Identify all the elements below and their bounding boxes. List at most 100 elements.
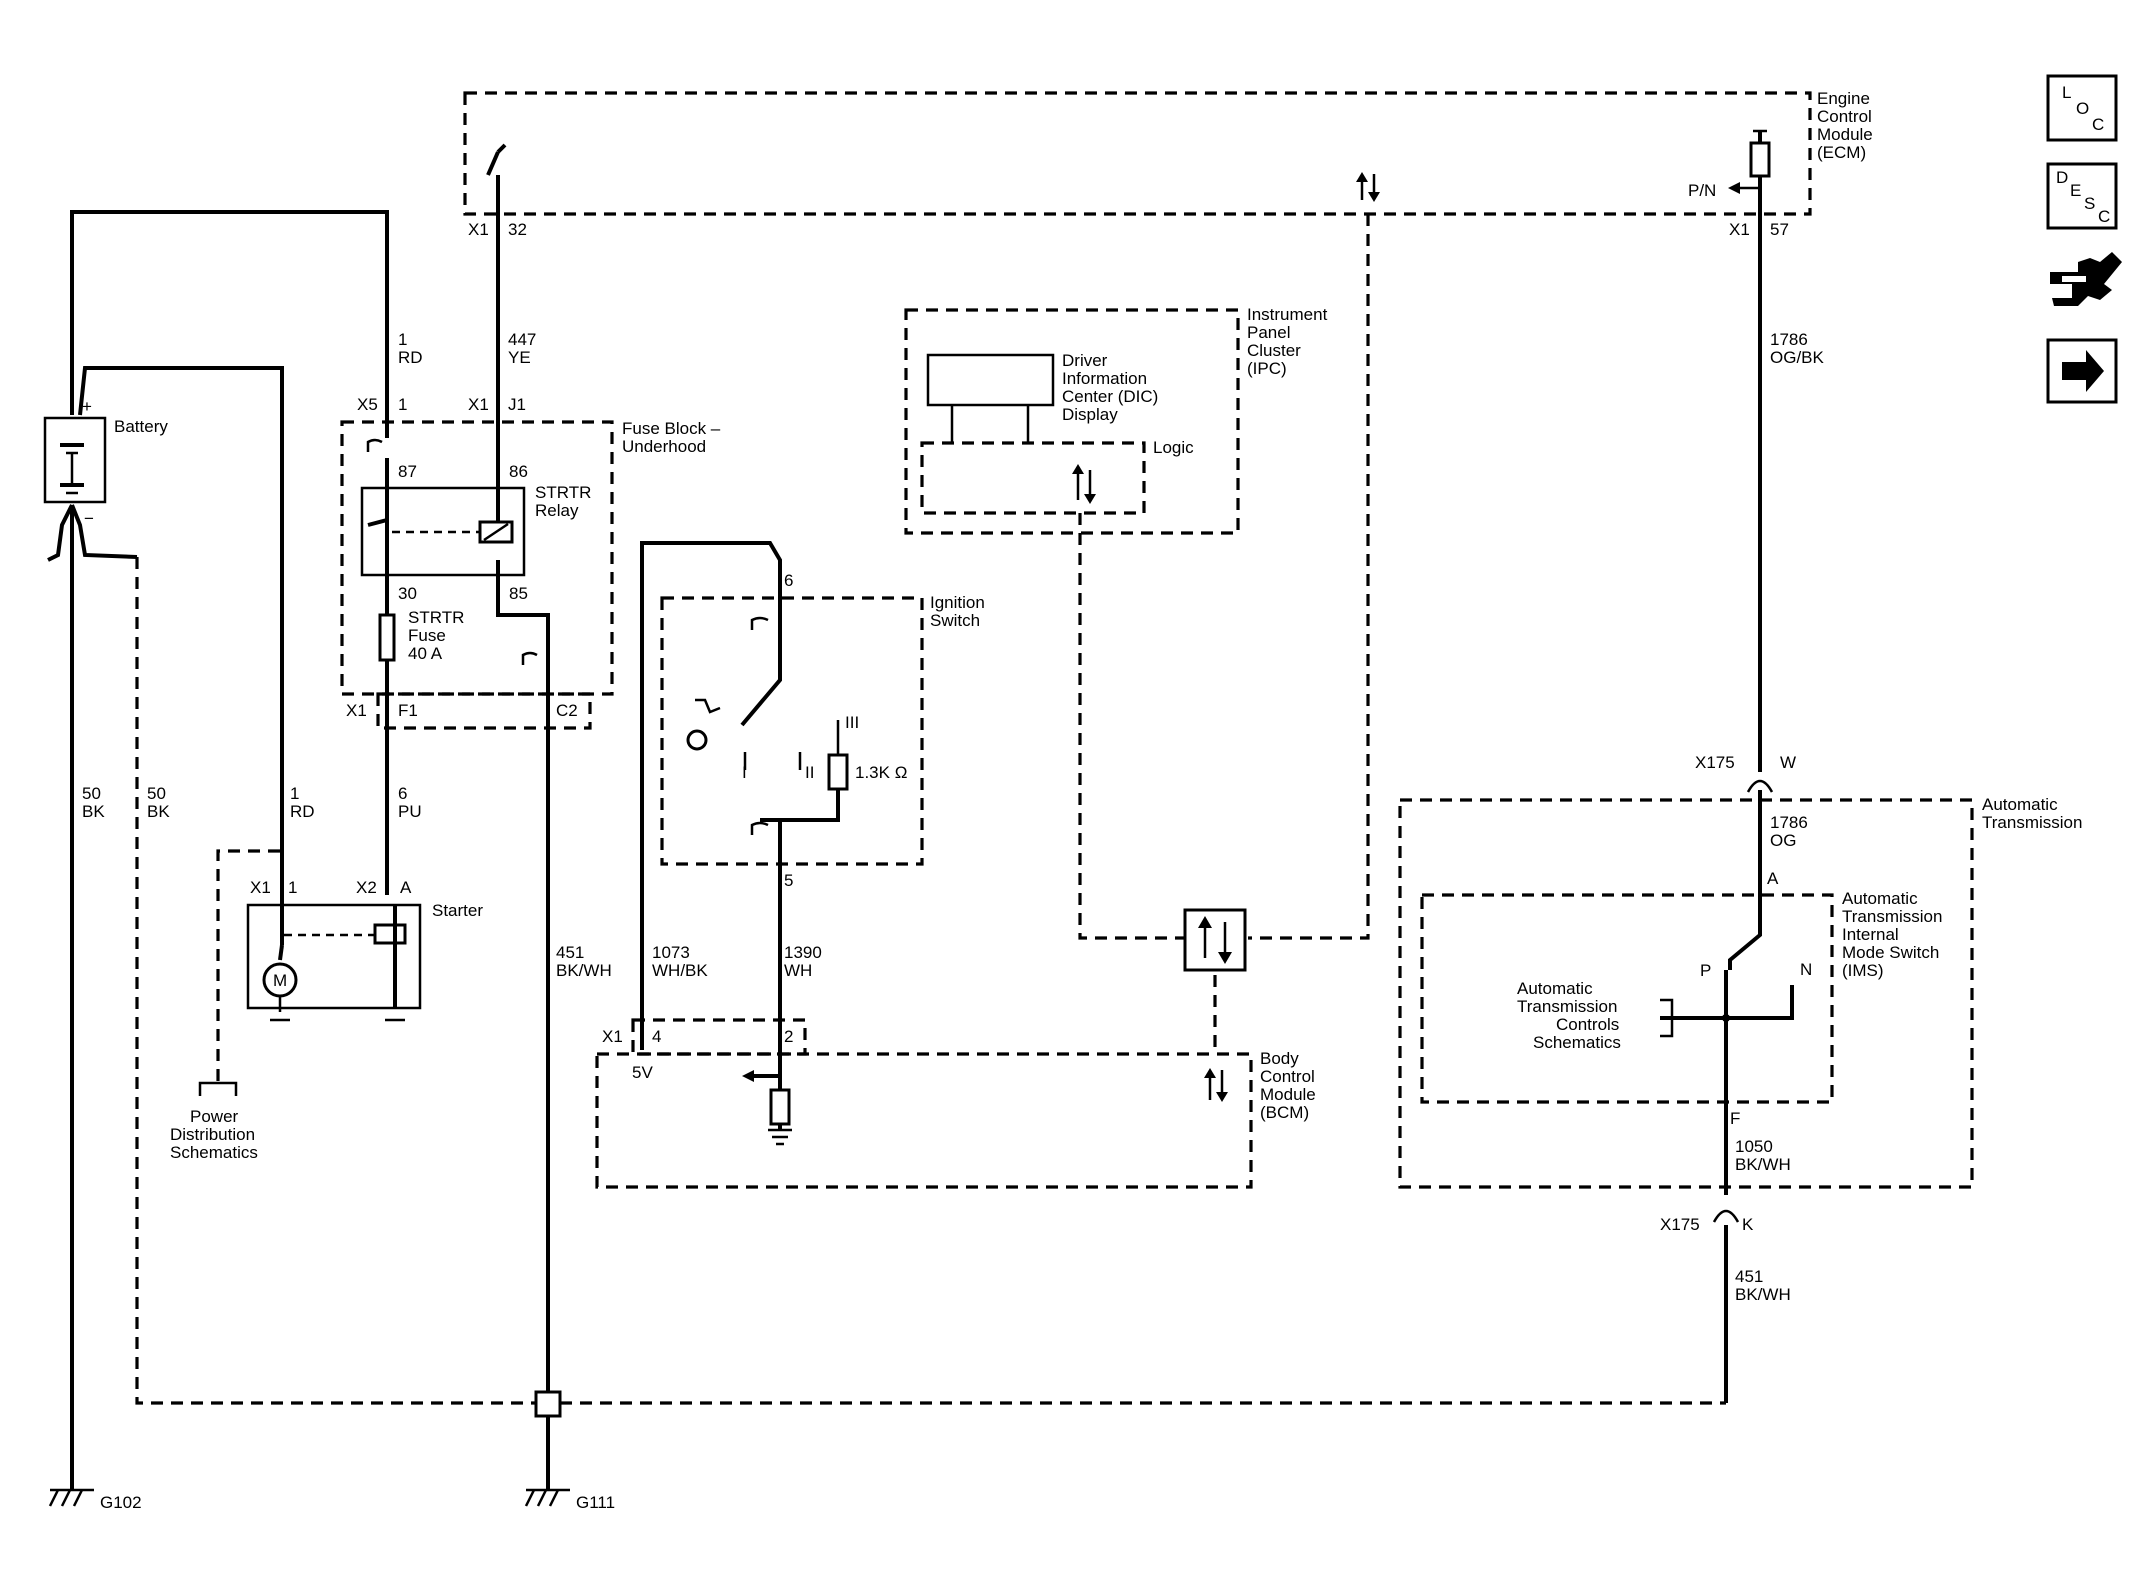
desc-letter-d: D: [2056, 168, 2068, 187]
pin-label: X1: [1729, 220, 1750, 239]
ims-label-4: Mode Switch: [1842, 943, 1939, 962]
wire-color: OG: [1770, 831, 1796, 850]
dic-label-4: Display: [1062, 405, 1118, 424]
wire-color: BK/WH: [1735, 1155, 1791, 1174]
battery-minus: −: [84, 509, 94, 528]
pin-label: X175: [1660, 1215, 1700, 1234]
fuse-label-3: 40 A: [408, 644, 443, 663]
wire-number: 1: [290, 784, 299, 803]
relay-label-2: Relay: [535, 501, 579, 520]
pin-label: 32: [508, 220, 527, 239]
ground-g111-label: G111: [576, 1493, 615, 1512]
pin-label: F: [1730, 1109, 1740, 1128]
motor-letter: M: [273, 971, 287, 990]
pin-label: A: [1767, 869, 1779, 888]
tcs-label-4: Schematics: [1533, 1033, 1621, 1052]
fuse-label-1: STRTR: [408, 608, 464, 627]
bcm-label-2: Control: [1260, 1067, 1315, 1086]
next-arrow-button[interactable]: [2046, 338, 2118, 404]
wire-number: 451: [1735, 1267, 1763, 1286]
transmission-module: Automatic Transmission Automatic Transmi…: [1398, 795, 2082, 1189]
wire-color: BK/WH: [556, 961, 612, 980]
fuse-block-underhood: Fuse Block – Underhood: [340, 419, 721, 730]
pin-label: J1: [508, 395, 526, 414]
pin-label: 85: [509, 584, 528, 603]
arrow-right-icon: [2062, 350, 2104, 392]
ecm-data-arrows-icon: [1356, 172, 1380, 202]
ground-g102-icon: G102: [48, 1488, 142, 1512]
resistor-value: 1.3K Ω: [855, 763, 907, 782]
wire-number: 50: [82, 784, 101, 803]
wire-color: BK: [147, 802, 170, 821]
pin-label: 1: [288, 878, 297, 897]
relay-label-1: STRTR: [535, 483, 591, 502]
wire-color: PU: [398, 802, 422, 821]
starter-motor: M Starter: [246, 901, 483, 1022]
ipc-label-4: (IPC): [1247, 359, 1287, 378]
fuse-block-pin-socket: [366, 438, 538, 665]
ground-g111-icon: G111: [524, 1488, 615, 1512]
desc-letter-c: C: [2098, 207, 2110, 226]
pin-label: P/N: [1688, 181, 1716, 200]
ecm-pn-input: [1728, 129, 1771, 194]
pin-label: X1: [468, 220, 489, 239]
pin-label: 2: [784, 1027, 793, 1046]
ecm-label-4: (ECM): [1817, 143, 1866, 162]
wire-number: 451: [556, 943, 584, 962]
ecm-module: Engine Control Module (ECM): [463, 89, 1873, 216]
battery-plus: +: [82, 397, 92, 416]
wire-number: 1390: [784, 943, 822, 962]
wire-color: BK: [82, 802, 105, 821]
bcm-input-circuit: [742, 1070, 792, 1146]
bcm-label-3: Module: [1260, 1085, 1316, 1104]
pin-label: 30: [398, 584, 417, 603]
data-arrows-icon: [1072, 464, 1096, 504]
logic-box: [920, 441, 1146, 515]
tcs-label-3: Controls: [1556, 1015, 1619, 1034]
pin-label: X1: [468, 395, 489, 414]
pin-label: N: [1800, 960, 1812, 979]
pin-label: C2: [556, 701, 578, 720]
wire-number: 447: [508, 330, 536, 349]
ecm-label-1: Engine: [1817, 89, 1870, 108]
pin-label: X2: [356, 878, 377, 897]
pin-label: X5: [357, 395, 378, 414]
wire-color: WH: [784, 961, 812, 980]
ecm-label-2: Control: [1817, 107, 1872, 126]
pin-label: W: [1780, 753, 1796, 772]
ipc-module: Instrument Panel Cluster (IPC) Driver In…: [904, 305, 1328, 535]
loc-letter-c: C: [2092, 115, 2104, 134]
starter-relay: STRTR Relay: [360, 483, 591, 577]
bcm-data-arrows-icon: [1204, 1068, 1228, 1102]
wire-color: RD: [398, 348, 423, 367]
desc-button[interactable]: D E S C: [2046, 162, 2118, 230]
ims-switch-symbol: Automatic Transmission Controls Schemati…: [1517, 979, 1730, 1052]
pin-label: K: [1742, 1215, 1754, 1234]
solid-wires: [70, 170, 1794, 1490]
fuse-block-label-2: Underhood: [622, 437, 706, 456]
bcm-module: Body Control Module (BCM): [595, 1018, 1316, 1189]
fuse-block-label-1: Fuse Block –: [622, 419, 721, 438]
ims-label-3: Internal: [1842, 925, 1899, 944]
pin-label: 1: [398, 395, 407, 414]
dic-label-2: Information: [1062, 369, 1147, 388]
loc-button[interactable]: L O C: [2046, 74, 2118, 142]
ipc-label-3: Cluster: [1247, 341, 1301, 360]
ipc-label-2: Panel: [1247, 323, 1290, 342]
bcm-label-1: Body: [1260, 1049, 1299, 1068]
wire-number: 1: [398, 330, 407, 349]
pin-label: X1: [602, 1027, 623, 1046]
loc-letter-l: L: [2062, 83, 2071, 102]
battery-symbol: + − Battery: [43, 397, 168, 562]
pds-label-2: Distribution: [170, 1125, 255, 1144]
connector-end-view-icon[interactable]: [2050, 252, 2122, 306]
serial-data-junction: [1183, 908, 1247, 972]
wire-color: OG/BK: [1770, 348, 1825, 367]
x175-connector-w: [1746, 779, 1774, 793]
tcs-label-1: Automatic: [1517, 979, 1593, 998]
starter-label: Starter: [432, 901, 483, 920]
bcm-label-4: (BCM): [1260, 1103, 1309, 1122]
pin-label: X175: [1695, 753, 1735, 772]
battery-label: Battery: [114, 417, 168, 436]
